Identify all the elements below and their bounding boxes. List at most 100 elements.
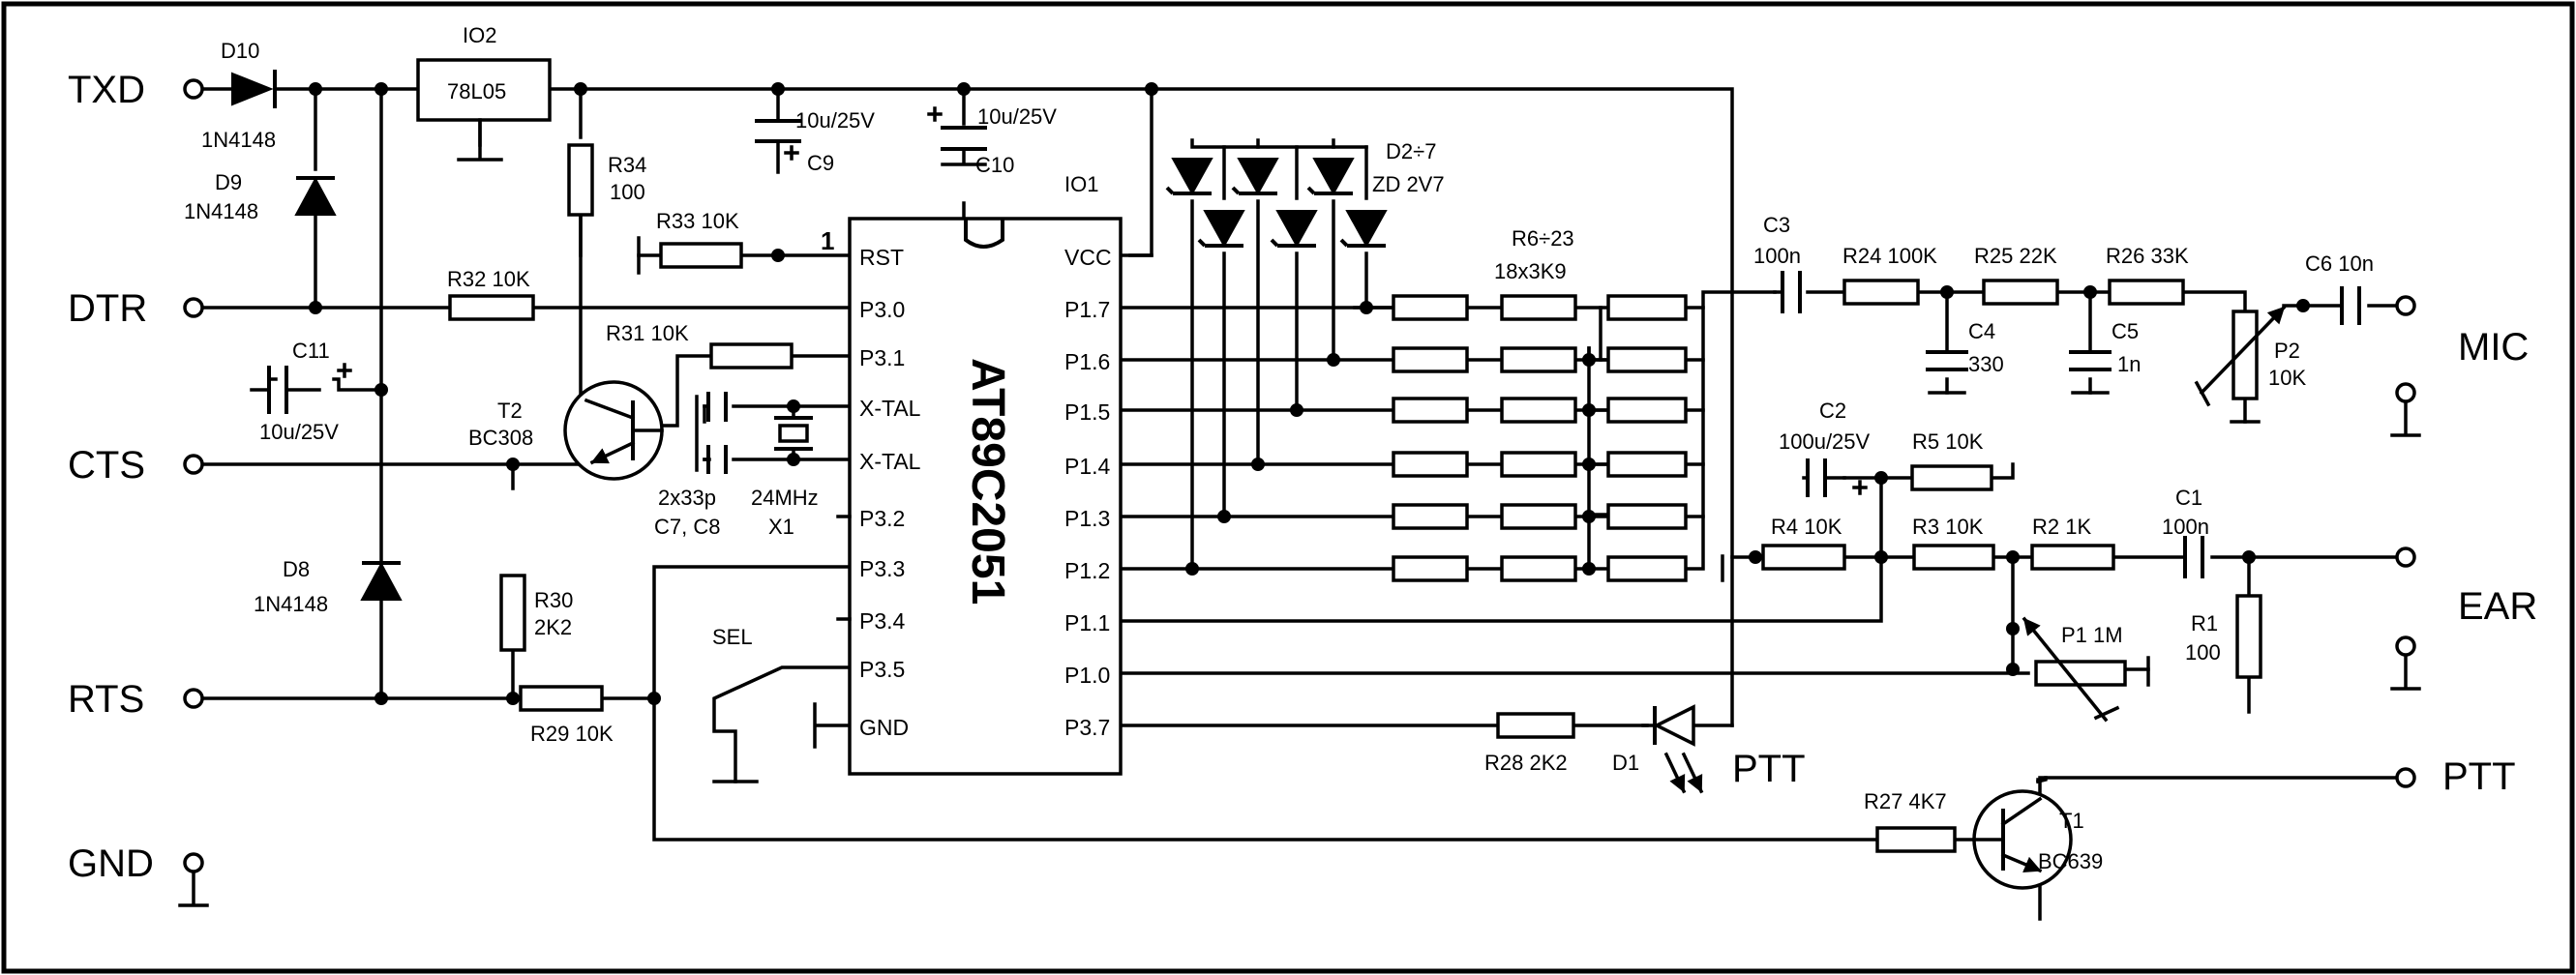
c11-ref: C11 — [292, 339, 330, 363]
resistor-r32 — [448, 294, 535, 321]
resistor-r25 — [1982, 279, 2059, 306]
transistor-t1 — [1972, 789, 2073, 890]
resistor-r5 — [1910, 464, 1993, 491]
transistor-t2 — [563, 380, 664, 481]
connector-dtr-label: DTR — [68, 287, 147, 330]
xtal-caps-value: 2x33p — [658, 486, 716, 510]
pin-label: X-TAL — [859, 396, 921, 421]
d9-value: 1N4148 — [184, 199, 258, 223]
d1-label: D1 — [1612, 751, 1639, 775]
p2-ref: P2 — [2274, 339, 2300, 363]
x1-value: 24MHz — [751, 486, 819, 510]
resistor-r30 — [499, 574, 526, 652]
r24-label: R24 100K — [1842, 244, 1937, 268]
pin-label: P1.6 — [1064, 349, 1110, 374]
d8-value: 1N4148 — [254, 592, 328, 616]
capacitor-c10 — [927, 106, 987, 166]
io2-ref: IO2 — [463, 23, 496, 47]
c10-value: 10u/25V — [977, 104, 1057, 129]
capacitor-c5 — [2069, 350, 2112, 395]
ptt-led-label: PTT — [1732, 748, 1806, 790]
ic-left-pins: RST P3.0 P3.1 X-TAL X-TAL P3.2 P3.3 P3.4… — [859, 245, 921, 740]
capacitor-c1 — [2183, 536, 2204, 578]
diode-d10 — [231, 70, 277, 108]
ic-right-pins: VCC P1.7 P1.6 P1.5 P1.4 P1.3 P1.2 P1.1 P… — [1064, 245, 1112, 740]
r28-label: R28 2K2 — [1484, 751, 1568, 775]
r31-label: R31 10K — [606, 321, 689, 345]
regulator-78l05 — [416, 58, 552, 162]
r623-ref: R6÷23 — [1512, 226, 1574, 251]
x1-ref: X1 — [768, 515, 794, 539]
resistor-r31 — [709, 342, 794, 369]
d10-value: 1N4148 — [201, 128, 276, 152]
d9-ref: D9 — [215, 170, 242, 194]
r5-label: R5 10K — [1912, 429, 1984, 454]
p2-value: 10K — [2268, 366, 2306, 390]
potentiometer-p2 — [2194, 305, 2287, 424]
sel-label: SEL — [712, 625, 753, 649]
wires — [199, 87, 2398, 921]
diode-d8 — [360, 561, 403, 601]
pin-label: P3.2 — [859, 506, 905, 531]
pin-label: P1.3 — [1064, 506, 1110, 531]
r3-label: R3 10K — [1912, 515, 1984, 539]
c4-ref: C4 — [1968, 319, 1995, 343]
ic-pin-one: 1 — [821, 226, 834, 255]
pin-label: P3.3 — [859, 556, 905, 581]
zener-diodes — [1165, 158, 1388, 249]
c1-ref: C1 — [2175, 486, 2202, 510]
r1-ref: R1 — [2191, 611, 2218, 635]
pin-label: P1.0 — [1064, 663, 1110, 688]
diode-d9 — [294, 176, 337, 216]
ic-ref: IO1 — [1064, 172, 1098, 196]
c2-ref: C2 — [1819, 399, 1846, 423]
pin-label: RST — [859, 245, 904, 270]
pin-label: VCC — [1064, 245, 1112, 270]
t2-ref: T2 — [497, 399, 523, 423]
pin-label: P3.7 — [1064, 715, 1110, 740]
r27-label: R27 4K7 — [1864, 789, 1947, 813]
resistor-r3 — [1912, 544, 1995, 571]
p1-label: P1 1M — [2061, 623, 2123, 647]
d27-value: ZD 2V7 — [1372, 172, 1445, 196]
c9-ref: C9 — [807, 151, 834, 175]
capacitor-c3 — [1781, 271, 1802, 313]
r34-value: 100 — [610, 180, 645, 204]
resistor-r28 — [1496, 712, 1575, 739]
resistor-r1 — [2235, 594, 2262, 679]
pin-label: X-TAL — [859, 449, 921, 474]
connector-mic-label: MIC — [2458, 326, 2529, 369]
c9-value: 10u/25V — [795, 108, 875, 133]
pin-label: P1.5 — [1064, 399, 1110, 425]
d27-ref: D2÷7 — [1386, 139, 1436, 163]
capacitor-c11 — [250, 363, 352, 414]
c5-value: 1n — [2117, 352, 2141, 376]
connector-terminals-left — [178, 78, 209, 907]
d10-ref: D10 — [221, 39, 259, 63]
r30-ref: R30 — [534, 588, 573, 612]
r32-label: R32 10K — [447, 267, 530, 291]
c3-ref: C3 — [1763, 213, 1790, 237]
r26-label: R26 33K — [2106, 244, 2189, 268]
junction-dots — [309, 82, 2310, 705]
connector-terminals-right — [2390, 295, 2421, 788]
pin-label: P1.4 — [1064, 454, 1111, 479]
r29-label: R29 10K — [530, 722, 614, 746]
c3-value: 100n — [1753, 244, 1801, 268]
pin-label: P1.2 — [1064, 558, 1110, 583]
connector-ear-label: EAR — [2458, 585, 2537, 628]
connector-txd-label: TXD — [68, 69, 145, 111]
t1-ref: T1 — [2059, 809, 2084, 833]
capacitor-c9 — [755, 119, 801, 174]
xtal-caps — [695, 392, 728, 474]
crystal-x1 — [774, 416, 813, 451]
pin-label: P3.0 — [859, 297, 905, 322]
r1-value: 100 — [2185, 640, 2221, 665]
pin-label: P3.5 — [859, 657, 905, 682]
r623-value: 18x3K9 — [1494, 259, 1567, 283]
capacitor-c2 — [1806, 458, 1868, 497]
resistor-r2 — [2030, 544, 2115, 571]
r25-label: R25 22K — [1974, 244, 2057, 268]
